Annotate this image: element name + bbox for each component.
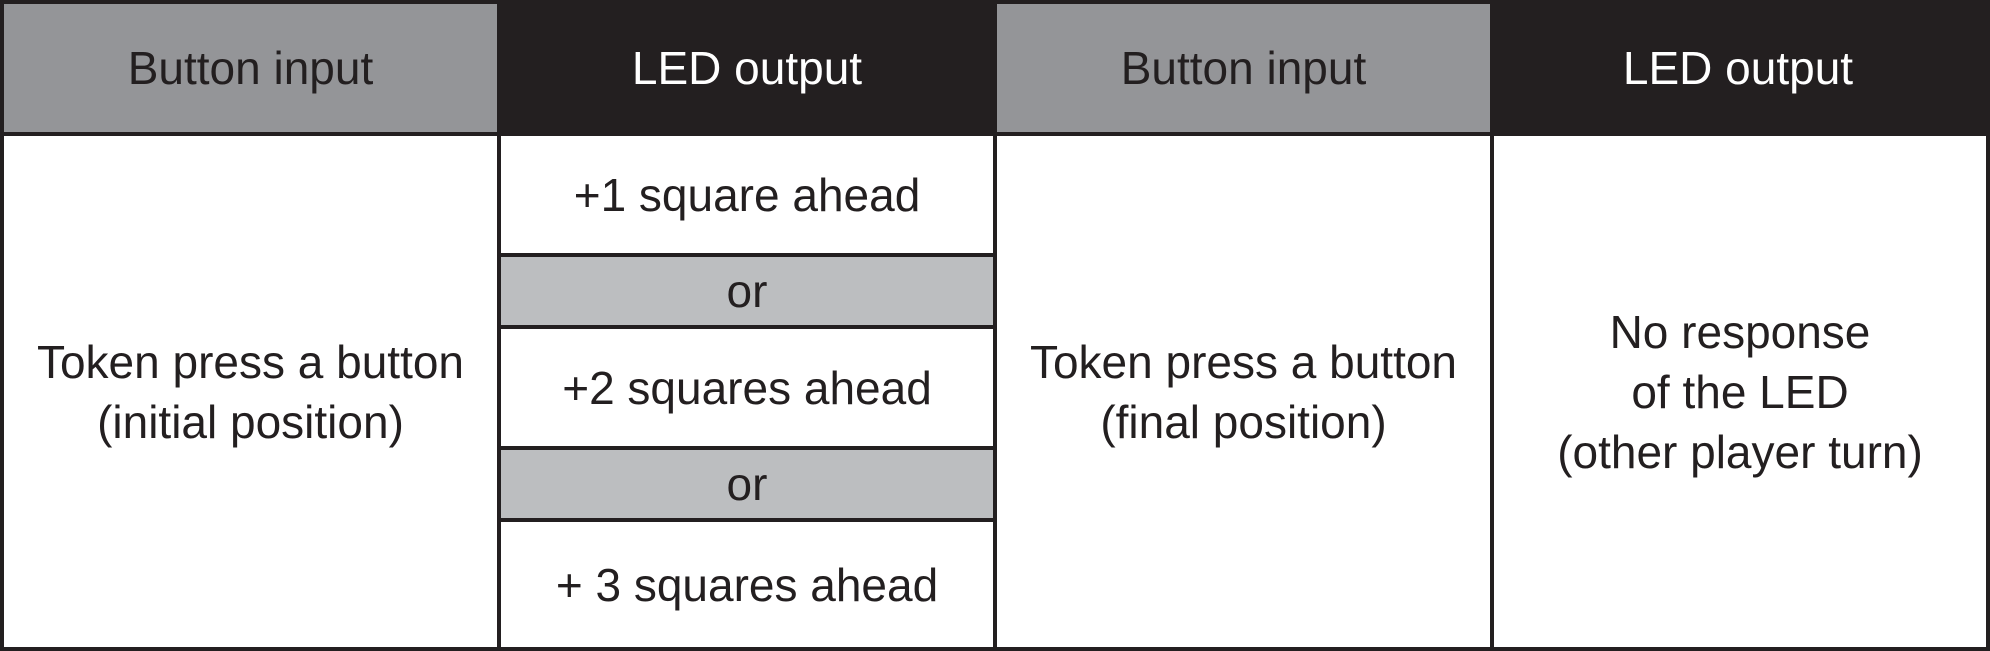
- header-led-output-2: LED output: [1494, 4, 1986, 136]
- cell-led-options: +1 square ahead or +2 squares ahead or +…: [501, 136, 997, 647]
- no-response-line-1: No response: [1609, 305, 1871, 358]
- option-plus-3: + 3 squares ahead: [501, 522, 993, 647]
- header-button-input-1: Button input: [4, 4, 501, 136]
- cell-final-position: Token press a button (final position): [997, 136, 1494, 647]
- initial-position-line-1: Token press a button: [36, 335, 465, 388]
- cell-initial-position: Token press a button (initial position): [4, 136, 501, 647]
- option-or-2: or: [501, 446, 993, 522]
- option-plus-1: +1 square ahead: [501, 136, 993, 253]
- header-button-input-2: Button input: [997, 4, 1494, 136]
- final-position-line-2: (final position): [1100, 395, 1387, 448]
- no-response-line-2: of the LED: [1631, 365, 1849, 418]
- cell-no-response: No response of the LED (other player tur…: [1494, 136, 1986, 647]
- option-or-1: or: [501, 253, 993, 329]
- header-led-output-1: LED output: [501, 4, 997, 136]
- no-response-line-3: (other player turn): [1557, 425, 1923, 478]
- initial-position-line-2: (initial position): [97, 395, 404, 448]
- final-position-line-1: Token press a button: [1029, 335, 1458, 388]
- option-plus-2: +2 squares ahead: [501, 329, 993, 446]
